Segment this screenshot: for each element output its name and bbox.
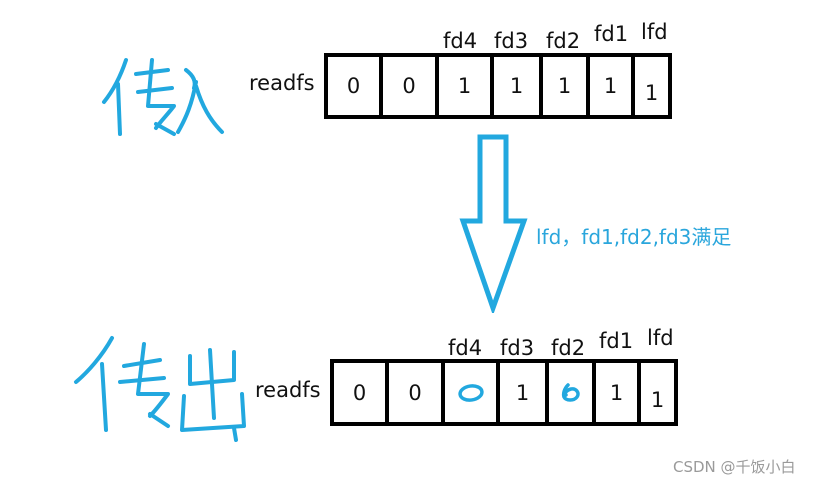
top-header-lfd: lfd bbox=[641, 20, 668, 44]
top-bit-cell: 0 bbox=[383, 57, 439, 115]
handwritten-zero-icon: 0 bbox=[561, 382, 580, 402]
bottom-header-lfd: lfd bbox=[647, 326, 674, 350]
top-row-label: readfs bbox=[249, 71, 315, 95]
top-header-fd1: fd1 bbox=[594, 22, 629, 46]
handwritten-label-input: 传入 bbox=[102, 58, 224, 136]
bottom-bit-cell-cleared: 0 bbox=[549, 363, 596, 422]
bottom-bit-cell: 0 bbox=[334, 363, 389, 422]
handwritten-zero-icon: 0 bbox=[457, 383, 484, 402]
top-bit-cell: 1 bbox=[543, 57, 590, 115]
top-bit-cell: 1 bbox=[494, 57, 543, 115]
watermark: CSDN @千饭小白 bbox=[673, 458, 796, 476]
bottom-header-fd1: fd1 bbox=[599, 329, 634, 353]
top-bit-cell: 1 bbox=[644, 81, 659, 105]
top-bit-cell: 0 bbox=[328, 57, 383, 115]
bottom-bit-cell: 1 bbox=[596, 363, 641, 422]
top-header-fd4: fd4 bbox=[443, 29, 478, 53]
bottom-bit-cell: 1 bbox=[500, 363, 549, 422]
bottom-header-fd2: fd2 bbox=[551, 336, 586, 360]
bottom-bit-cell-cleared: 0 bbox=[445, 363, 500, 422]
bottom-header-fd4: fd4 bbox=[448, 336, 483, 360]
top-bit-cell: 1 bbox=[590, 57, 635, 115]
bottom-row-label: readfs bbox=[255, 378, 321, 402]
bottom-bit-cell: 1 bbox=[650, 387, 665, 412]
down-arrow-icon bbox=[459, 134, 528, 313]
arrow-note: lfd，fd1,fd2,fd3满足 bbox=[536, 225, 732, 249]
bottom-bit-cell: 0 bbox=[389, 363, 445, 422]
top-header-fd2: fd2 bbox=[546, 29, 581, 53]
top-header-fd3: fd3 bbox=[494, 29, 529, 53]
bottom-readfs-bitmap: 0 0 0 1 0 1 1 bbox=[330, 359, 678, 426]
top-readfs-bitmap: 0 0 1 1 1 1 1 bbox=[324, 53, 672, 119]
top-bit-cell: 1 bbox=[439, 57, 494, 115]
bottom-header-fd3: fd3 bbox=[500, 336, 535, 360]
handwritten-label-output: 传出 bbox=[74, 336, 246, 442]
